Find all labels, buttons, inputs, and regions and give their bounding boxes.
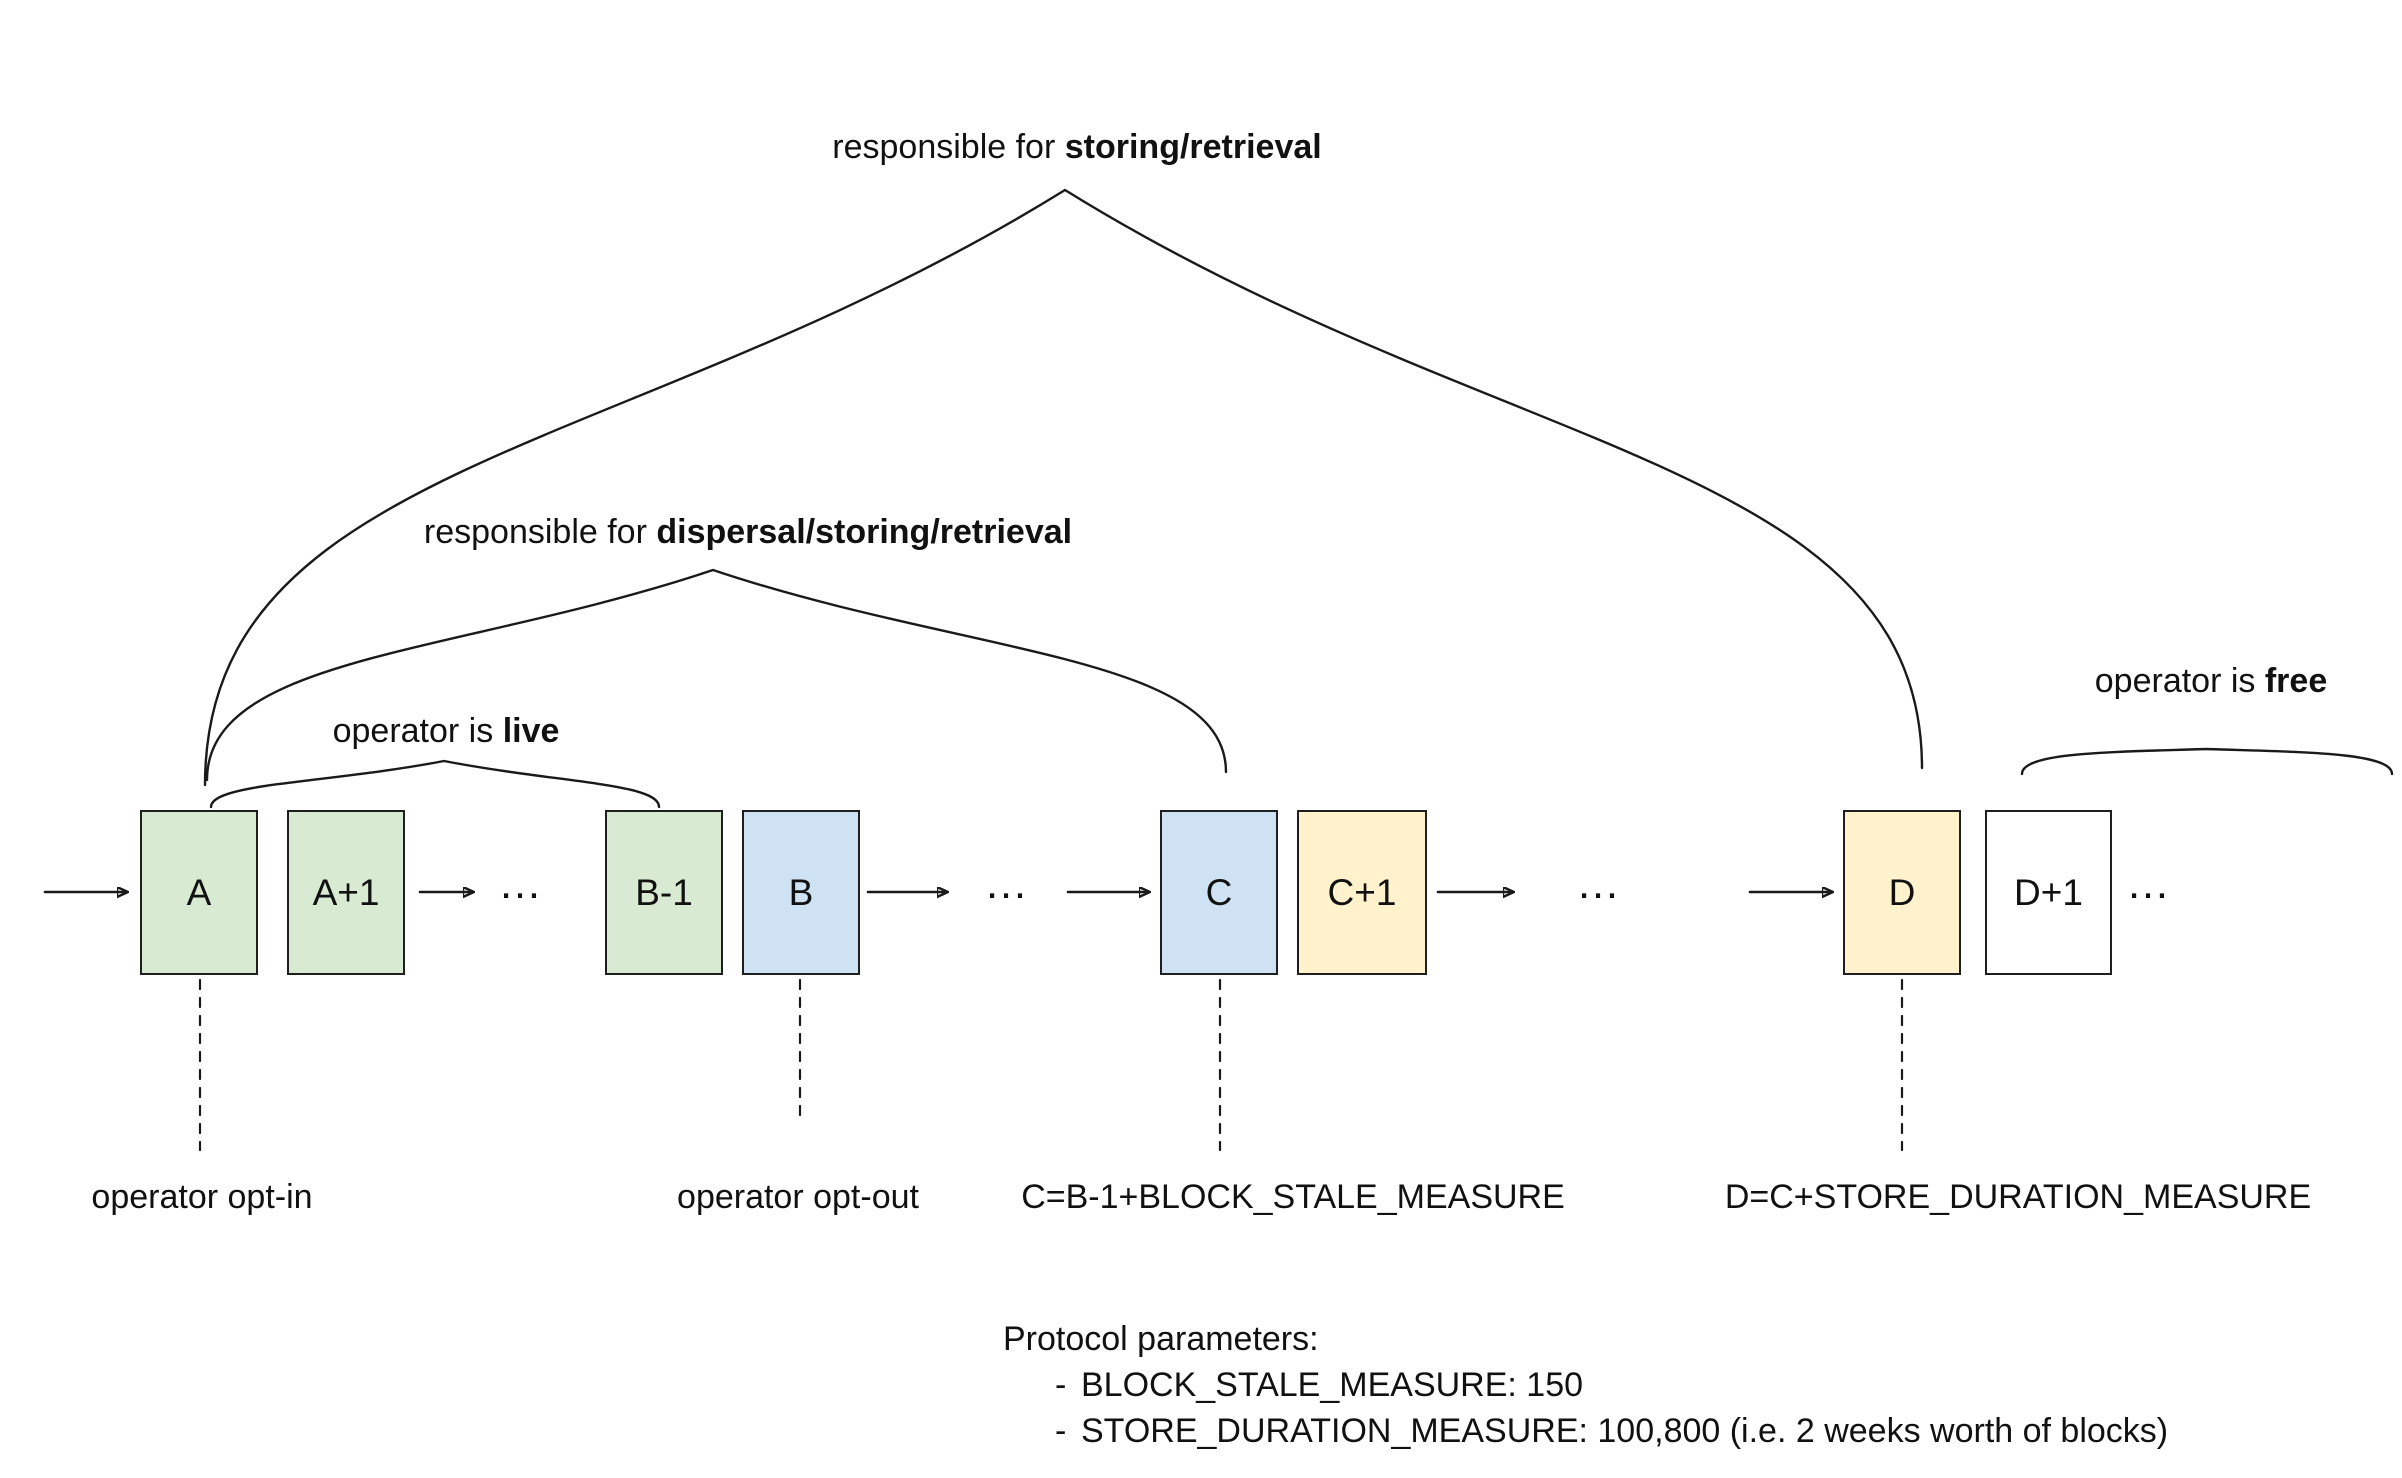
- label-free-prefix: operator is: [2094, 662, 2265, 700]
- block-a1: A+1: [287, 810, 405, 975]
- label-live-bold: live: [502, 712, 560, 750]
- brace-operator-live: [209, 759, 661, 809]
- label-dispersal-prefix: responsible for: [423, 513, 657, 551]
- droplines: [198, 978, 1904, 1152]
- protocol-item-text: BLOCK_STALE_MEASURE: 150: [1081, 1366, 1584, 1404]
- label-storing-bold: storing/retrieval: [1064, 128, 1322, 166]
- label-operator-free: operator is free: [2095, 662, 2327, 701]
- protocol-item-store-duration: - STORE_DURATION_MEASURE: 100,800 (i.e. …: [1003, 1408, 2168, 1454]
- protocol-item-text: STORE_DURATION_MEASURE: 100,800 (i.e. 2 …: [1081, 1412, 2169, 1450]
- label-dispersal-bold: dispersal/storing/retrieval: [656, 513, 1073, 551]
- ellipsis-b-to-c: …: [984, 859, 1032, 908]
- block-d1: D+1: [1985, 810, 2112, 975]
- ellipsis-after-d1: …: [2126, 859, 2174, 908]
- protocol-item-block-stale: - BLOCK_STALE_MEASURE: 150: [1003, 1362, 2168, 1408]
- label-operator-opt-out: operator opt-out: [677, 1178, 919, 1216]
- label-storing-prefix: responsible for: [832, 128, 1065, 166]
- block-a: A: [140, 810, 258, 975]
- brace-operator-free: [2020, 747, 2394, 776]
- label-d-formula: D=C+STORE_DURATION_MEASURE: [1724, 1178, 2312, 1216]
- bullet-dash: -: [1055, 1412, 1067, 1450]
- label-free-bold: free: [2264, 662, 2328, 700]
- ellipsis-c1-to-d: …: [1576, 859, 1624, 908]
- label-dispersal-storing-retrieval: responsible for dispersal/storing/retrie…: [424, 513, 1072, 552]
- brace-storing-retrieval: [203, 188, 1924, 787]
- protocol-parameters: Protocol parameters: - BLOCK_STALE_MEASU…: [1003, 1316, 2168, 1454]
- label-c-formula: C=B-1+BLOCK_STALE_MEASURE: [1021, 1178, 1565, 1216]
- block-b: B: [742, 810, 860, 975]
- brace-dispersal-storing-retrieval: [205, 568, 1228, 782]
- label-operator-opt-in: operator opt-in: [91, 1178, 313, 1216]
- block-d: D: [1843, 810, 1961, 975]
- block-b-1: B-1: [605, 810, 723, 975]
- protocol-title: Protocol parameters:: [1003, 1320, 1319, 1358]
- block-c: C: [1160, 810, 1278, 975]
- label-live-prefix: operator is: [332, 712, 503, 750]
- block-c1: C+1: [1297, 810, 1427, 975]
- label-storing-retrieval: responsible for storing/retrieval: [832, 128, 1321, 167]
- ellipsis-after-a1: …: [498, 859, 546, 908]
- bullet-dash: -: [1055, 1366, 1067, 1404]
- label-operator-live: operator is live: [333, 712, 560, 751]
